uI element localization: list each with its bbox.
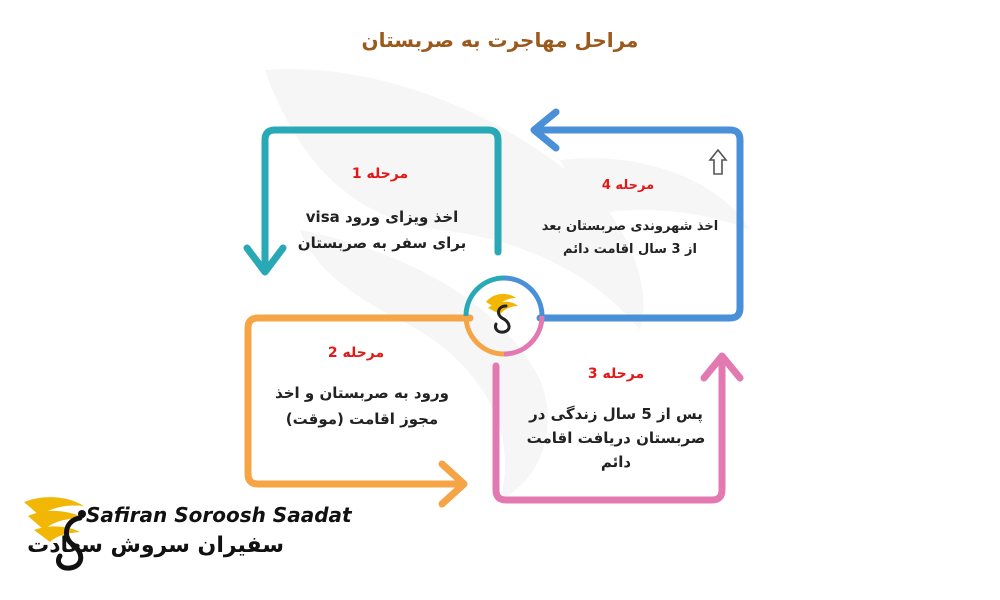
stage-4-line-2: از 3 سال اقامت دائم xyxy=(563,241,697,257)
brand-logo-icon xyxy=(24,497,86,571)
stage-2-line-1: ورود به صربستان و اخذ xyxy=(275,384,449,402)
stage-2-line-2: مجوز اقامت (موقت) xyxy=(285,410,439,429)
brand-name-en: Safiran Soroosh Saadat xyxy=(86,503,352,527)
stage-1-box xyxy=(261,126,502,272)
stage-2-arrowhead xyxy=(438,460,468,508)
stage-4-label: مرحله 4 xyxy=(601,178,655,193)
safiran-logo-icon xyxy=(486,293,518,334)
up-arrow-icon xyxy=(708,148,728,175)
stage-3-line-3: دائم xyxy=(600,453,632,471)
stage-1-label: مرحله 1 xyxy=(351,166,409,182)
stage-3-arrowhead xyxy=(700,352,744,382)
stage-1-arrowhead xyxy=(243,244,287,276)
stage-1-text: اخذ ویزای ورود visa برای سفر به صربستان xyxy=(282,204,482,257)
stage-2-label: مرحله 2 xyxy=(327,345,385,361)
stage-3-box xyxy=(492,356,726,504)
stage-4-text: اخذ شهروندی صربستان بعد از 3 سال اقامت د… xyxy=(540,216,720,262)
stage-3-label: مرحله 3 xyxy=(587,366,645,382)
page-title: مراحل مهاجرت به صربستان xyxy=(361,28,639,52)
stage-4-box xyxy=(532,126,744,322)
stage-2-text: ورود به صربستان و اخذ مجوز اقامت (موقت) xyxy=(262,380,462,433)
stage-1-line-1: اخذ ویزای ورود visa xyxy=(305,208,459,226)
stage-1-line-2: برای سفر به صربستان xyxy=(297,234,467,253)
stage-4-arrowhead xyxy=(530,108,560,152)
center-ring xyxy=(463,275,545,357)
stage-4-line-1: اخذ شهروندی صربستان بعد xyxy=(541,219,719,234)
stage-3-text: پس از 5 سال زندگی در صربستان دریافت اقام… xyxy=(518,402,714,474)
stage-2-box xyxy=(244,314,474,488)
watermark-swan xyxy=(265,68,750,500)
stage-3-line-2: صربستان دریافت اقامت xyxy=(526,429,706,447)
stage-3-line-1: پس از 5 سال زندگی در xyxy=(529,405,703,423)
brand-name-fa: سفیران سروش سعادت xyxy=(27,533,284,558)
